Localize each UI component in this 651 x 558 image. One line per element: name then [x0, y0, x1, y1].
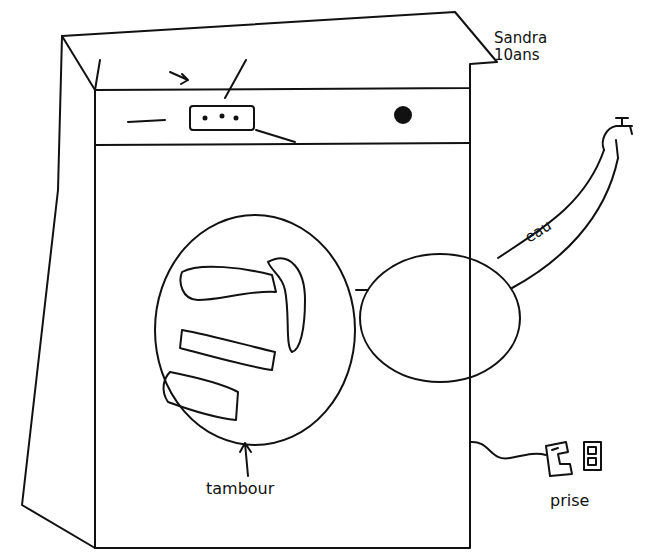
laundry-item	[180, 330, 275, 370]
leader-arrow	[240, 443, 251, 476]
display-dot	[235, 117, 238, 120]
machine-front	[95, 88, 470, 548]
laundry-item	[164, 372, 238, 420]
author-note: Sandra 10ans	[494, 30, 554, 65]
wall-socket	[584, 442, 601, 470]
control-band	[95, 143, 470, 145]
sketch-arrow	[170, 72, 188, 84]
machine-top	[62, 12, 497, 90]
control-display	[190, 106, 254, 130]
socket-hole	[588, 458, 596, 465]
socket-hole	[588, 447, 596, 454]
control-slot	[128, 120, 165, 122]
power-plug	[546, 442, 572, 476]
sketch-line	[225, 60, 246, 98]
sketch-line	[256, 130, 295, 142]
hose-edge	[498, 150, 604, 258]
porthole	[155, 215, 355, 445]
laundry-item	[181, 267, 276, 300]
power-cord	[470, 442, 546, 459]
display-dot	[221, 115, 224, 118]
part-label: tambour	[206, 480, 274, 498]
laundry-item	[268, 258, 305, 352]
machine-side	[22, 36, 95, 548]
hose-edge	[512, 158, 618, 288]
part-label: prise	[550, 492, 589, 510]
water-inlet	[360, 254, 520, 382]
plug-pin	[552, 448, 558, 450]
display-dot	[204, 117, 207, 120]
machine-edge	[95, 60, 100, 90]
inlet-tick	[356, 289, 368, 291]
water-tap	[603, 118, 632, 158]
control-knob	[395, 107, 411, 123]
